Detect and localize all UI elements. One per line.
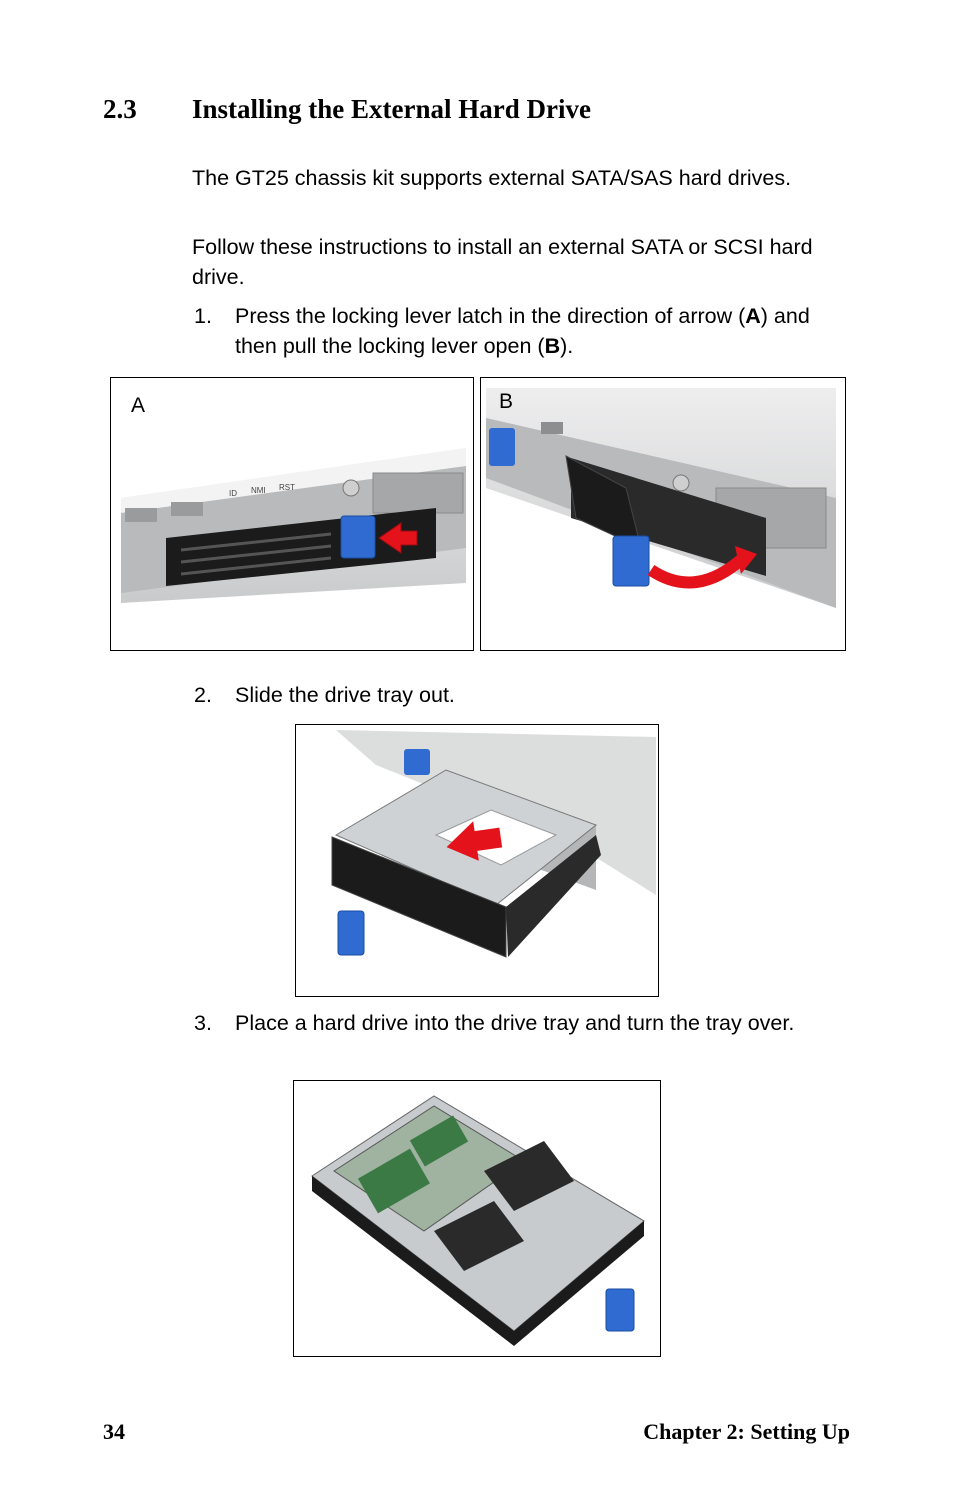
step-2: 2. Slide the drive tray out. [194, 681, 854, 711]
latch-blue [337, 910, 365, 956]
usb-port [125, 508, 157, 522]
pcb-chip [409, 1115, 469, 1167]
instructions-paragraph: Follow these instructions to install an … [192, 235, 813, 289]
figure-b-open-lever: B [480, 377, 846, 651]
step-1-text-b: ) and then pull the locking lever open ( [235, 304, 810, 358]
figure-a-label: A [131, 394, 146, 417]
latch-blue [605, 1288, 635, 1332]
section-title: Installing the External Hard Drive [192, 94, 591, 124]
arrow-a-icon [378, 522, 418, 554]
vent-grille [372, 472, 464, 514]
chapter-footer: Chapter 2: Setting Up [643, 1419, 850, 1444]
figure-b-label: B [499, 390, 514, 413]
figure-tray-illustration [331, 730, 656, 958]
arrow-b-icon [647, 553, 747, 589]
latch-blue [612, 535, 650, 587]
step-1-number: 1. [194, 304, 212, 328]
tray-side [506, 835, 601, 957]
figure-hdd-illustration [311, 1095, 645, 1346]
step-2-text: Slide the drive tray out. [235, 683, 455, 707]
vent-cutout [484, 1141, 574, 1211]
usb-port [541, 422, 563, 434]
section-number: 2.3 [103, 94, 137, 124]
vent-cutout [434, 1201, 524, 1271]
usb-port [171, 502, 203, 516]
section-heading: 2.3 Installing the External Hard Drive [103, 94, 591, 125]
chassis-top [121, 448, 466, 518]
step-1-text-a: Press the locking lever latch in the dir… [235, 304, 746, 328]
step-1-text: Press the locking lever latch in the dir… [235, 302, 854, 361]
panel-label-rst: RST [279, 483, 295, 492]
power-button-icon [342, 479, 360, 497]
tray-rail [312, 1176, 514, 1346]
figure-drive-in-tray [293, 1080, 661, 1357]
step-3-text: Place a hard drive into the drive tray a… [235, 1011, 795, 1035]
arrow-a-ref: A [745, 304, 761, 328]
figure-a-illustration: ID NMI RST [121, 448, 466, 603]
left-handle-blue [404, 749, 430, 775]
panel-label-id: ID [229, 489, 237, 498]
power-button-icon [672, 474, 690, 492]
pcb-chip [358, 1148, 430, 1214]
step-1: 1. Press the locking lever latch in the … [194, 302, 854, 361]
page-number: 34 [103, 1419, 125, 1444]
tray-front-bezel [514, 1221, 644, 1346]
tray-front-bezel [331, 836, 507, 958]
left-handle-blue [489, 428, 515, 466]
figure-slide-tray-out [295, 724, 659, 997]
panel-label-nmi: NMI [251, 486, 266, 495]
step-3-number: 3. [194, 1011, 212, 1035]
step-1-text-c: ). [560, 333, 574, 358]
arrow-b-ref: B [544, 333, 561, 358]
step-2-number: 2. [194, 683, 212, 707]
figure-b-illustration [486, 388, 836, 608]
slide-arrow-icon [446, 821, 503, 861]
intro-paragraph: The GT25 chassis kit supports external S… [192, 166, 792, 190]
figure-a-press-latch: ID NMI RST A [110, 377, 474, 651]
latch-blue [340, 515, 376, 559]
step-3: 3. Place a hard drive into the drive tra… [194, 1009, 854, 1039]
